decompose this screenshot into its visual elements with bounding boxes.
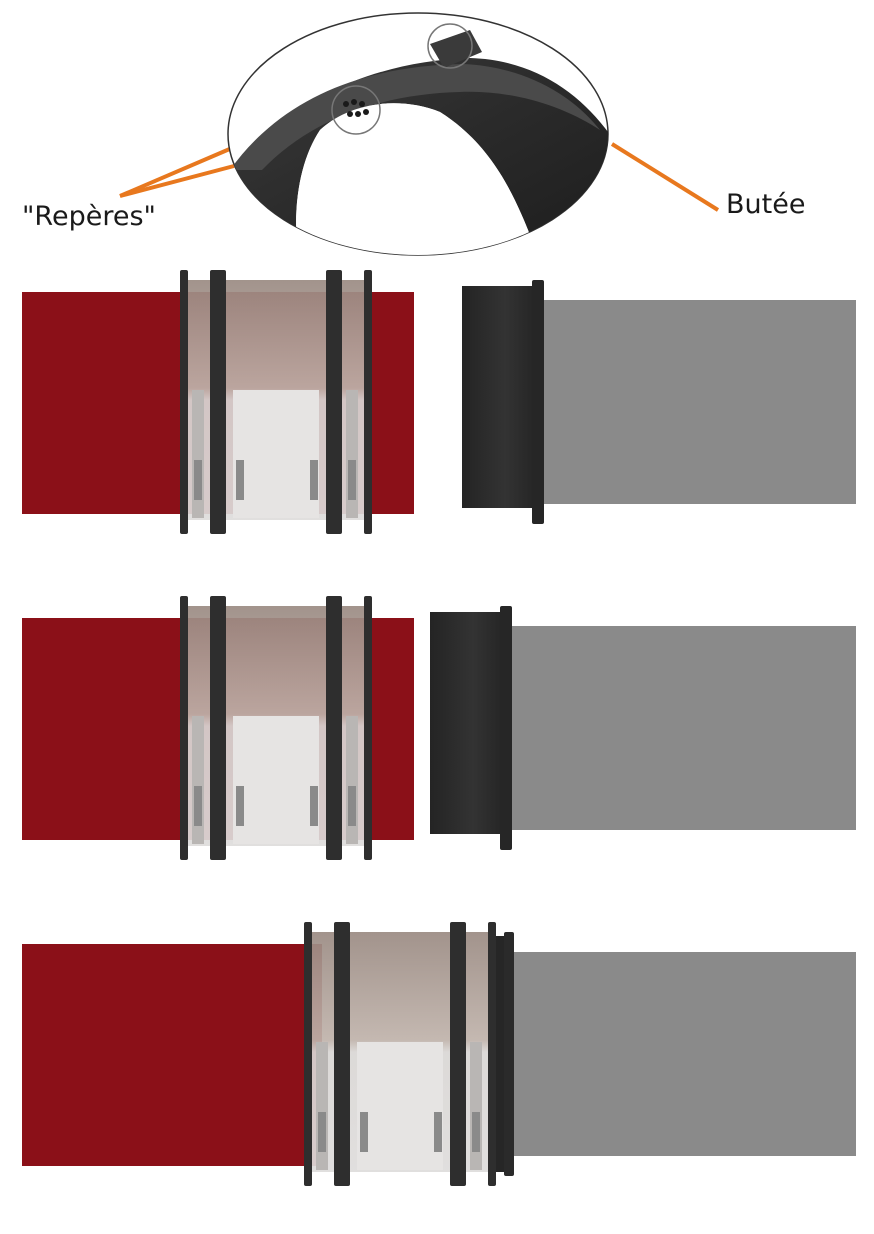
ring-closeup [228, 30, 608, 255]
dark-collar [430, 606, 512, 850]
butee-leader-line [610, 142, 720, 212]
reperes-marks [343, 99, 369, 117]
coupling-sleeve [304, 922, 496, 1186]
coupling-sleeve [180, 270, 372, 534]
grey-duct [510, 952, 856, 1156]
reperes-detail-circle [331, 85, 381, 135]
stage-3-assembled [22, 922, 856, 1186]
dark-collar [462, 280, 544, 524]
zoom-detail [119, 12, 720, 256]
grey-duct [512, 626, 856, 830]
stage-2-approaching [22, 596, 856, 860]
red-duct [22, 944, 322, 1166]
dark-collar [494, 932, 514, 1176]
butee-detail-circle [427, 23, 473, 69]
butee-callout-label: Butée [726, 189, 806, 220]
stage-1-separated [22, 270, 856, 534]
reperes-callout-label: "Repères" [22, 201, 156, 232]
grey-duct [544, 300, 856, 504]
coupling-sleeve [180, 596, 372, 860]
reperes-leader-line-2 [119, 164, 235, 198]
reperes-leader-line-1 [119, 146, 233, 198]
